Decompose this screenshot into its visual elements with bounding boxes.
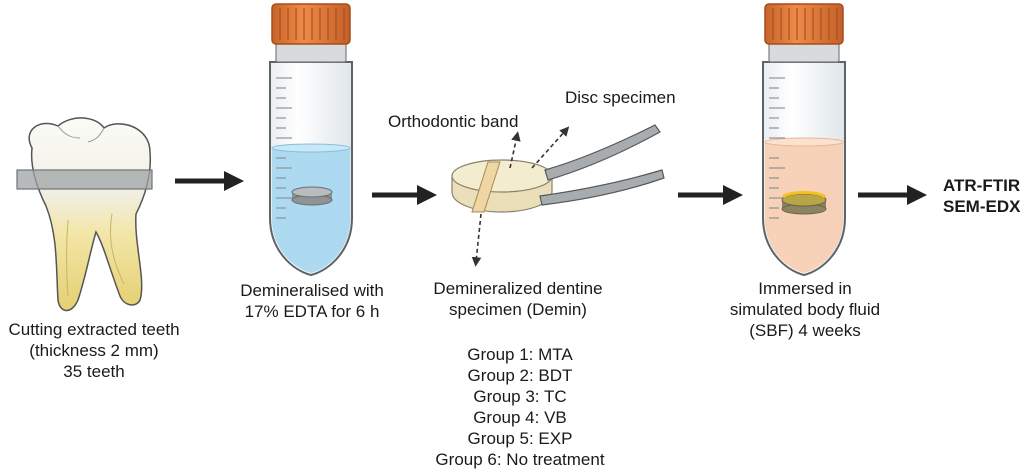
group-item: Group 3: TC — [473, 387, 567, 406]
step3-line2: specimen (Demin) — [449, 300, 587, 319]
step1-caption: Cutting extracted teeth (thickness 2 mm)… — [8, 319, 179, 382]
step2-line2: 17% EDTA for 6 h — [244, 302, 380, 321]
output-atr-ftir: ATR-FTIR — [943, 176, 1021, 195]
step2-line1: Demineralised with — [240, 281, 384, 300]
dentine-disc-icon — [291, 186, 333, 206]
step1-line3: 35 teeth — [63, 362, 125, 381]
disc-label: Disc specimen — [565, 88, 676, 107]
treated-disc-icon — [781, 191, 827, 215]
step3-caption: Demineralized dentine specimen (Demin) — [433, 278, 602, 320]
step4-line2: simulated body fluid — [729, 300, 881, 319]
orange-cap-icon — [271, 3, 351, 45]
group-list: Group 1: MTA Group 2: BDT Group 3: TC Gr… — [435, 344, 604, 470]
group-item: Group 6: No treatment — [435, 450, 605, 469]
orthodontic-band-icon — [471, 161, 501, 213]
analysis-methods: ATR-FTIR SEM-EDX — [943, 175, 1020, 217]
band-label: Orthodontic band — [388, 112, 519, 131]
orange-cap-icon — [764, 3, 844, 45]
output-sem-edx: SEM-EDX — [943, 197, 1021, 216]
forceps-icon — [539, 124, 665, 206]
disc-specimen-icon — [451, 159, 553, 213]
group-item: Group 4: VB — [473, 408, 567, 427]
sbf-tube-icon — [762, 3, 846, 277]
step4-caption: Immersed in simulated body fluid (SBF) 4… — [730, 278, 880, 341]
disc-pointer-arrow — [531, 126, 570, 169]
step1-line1: Cutting extracted teeth — [8, 320, 180, 339]
step2-caption: Demineralised with 17% EDTA for 6 h — [240, 280, 384, 322]
specimen-pointer-arrow — [471, 213, 482, 267]
group-item: Group 5: EXP — [467, 429, 573, 448]
group-item: Group 1: MTA — [467, 345, 573, 364]
tooth-icon — [28, 117, 152, 312]
step1-line2: (thickness 2 mm) — [29, 341, 159, 360]
step3-line1: Demineralized dentine — [433, 279, 603, 298]
step4-line3: (SBF) 4 weeks — [749, 321, 861, 340]
edta-tube-icon — [269, 3, 353, 277]
band-pointer-arrow — [509, 131, 521, 169]
cutting-section-bar — [16, 169, 153, 190]
step4-line1: Immersed in — [758, 279, 852, 298]
group-item: Group 2: BDT — [467, 366, 573, 385]
